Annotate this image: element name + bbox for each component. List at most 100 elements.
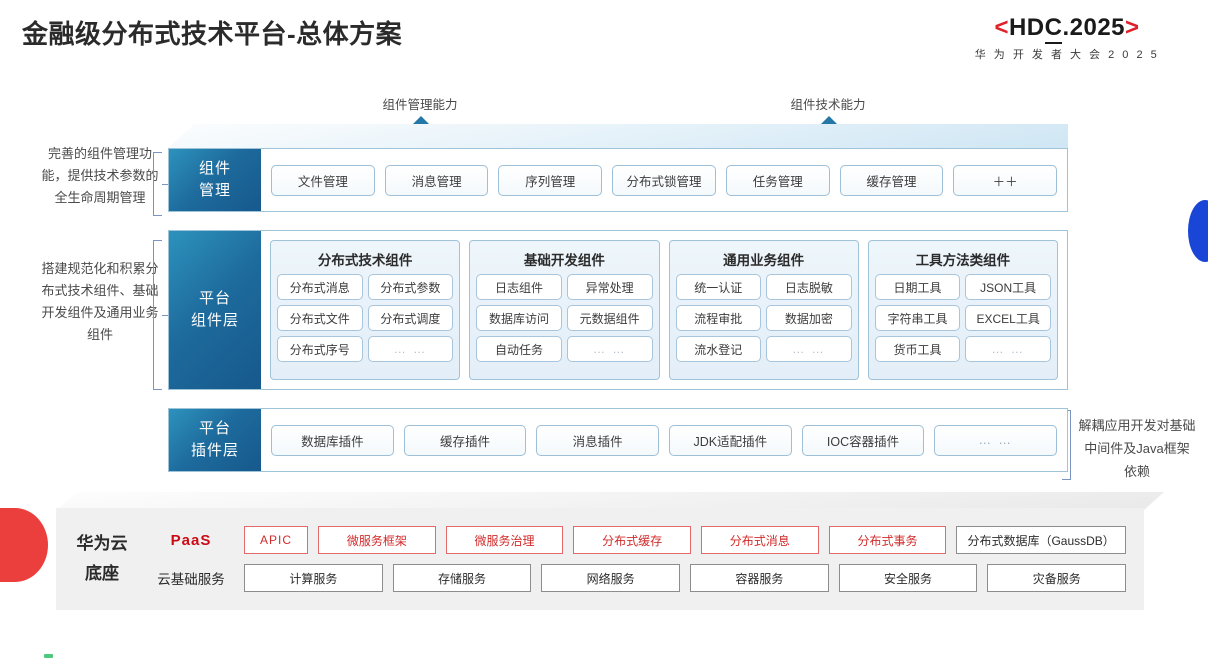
chip-distributed-lock-management[interactable]: 分布式锁管理: [612, 164, 716, 196]
chip-add-more[interactable]: ＋＋: [953, 164, 1058, 196]
chip-jdk-adapter-plugin[interactable]: JDK适配插件: [669, 424, 792, 456]
base-slab-top: [56, 492, 1164, 510]
chip-message-management[interactable]: 消息管理: [384, 164, 489, 196]
base-title-line2: 底座: [85, 564, 119, 583]
base-rows: PaaS APIC 微服务框架 微服务治理 分布式缓存 分布式消息 分布式事务 …: [148, 519, 1144, 599]
bchip-distributed-database-gaussdb[interactable]: 分布式数据库（GaussDB）: [956, 526, 1126, 554]
chip-database-plugin[interactable]: 数据库插件: [271, 424, 394, 456]
gchip-item-more[interactable]: … …: [965, 336, 1051, 362]
gchip-item[interactable]: 流水登记: [675, 336, 762, 362]
logo-bracket-left: <: [994, 14, 1009, 41]
layer-component-management: 组件 管理 文件管理 消息管理 序列管理 分布式锁管理 任务管理 缓存管理 ＋＋: [168, 148, 1068, 212]
group-grid: 统一认证 日志脱敏 流程审批 数据加密 流水登记 … …: [675, 274, 852, 362]
chip-sequence-management[interactable]: 序列管理: [498, 164, 603, 196]
bchip-apic[interactable]: APIC: [244, 526, 308, 554]
base-row-paas: PaaS APIC 微服务框架 微服务治理 分布式缓存 分布式消息 分布式事务 …: [148, 523, 1126, 557]
chip-cache-management[interactable]: 缓存管理: [839, 164, 944, 196]
hdc-logo-subtitle: 华 为 开 发 者 大 会 2 0 2 5: [974, 49, 1160, 61]
bchip-microservice-framework[interactable]: 微服务框架: [318, 526, 436, 554]
logo-prefix: HD: [1008, 14, 1045, 41]
group-title: 基础开发组件: [523, 253, 605, 268]
gchip-item[interactable]: JSON工具: [965, 274, 1051, 300]
group-common-business-components: 通用业务组件 统一认证 日志脱敏 流程审批 数据加密 流水登记 … …: [668, 240, 859, 380]
layer-label-line1: 组件: [198, 160, 231, 177]
side-note-left-2: 搭建规范化和积累分布式技术组件、基础开发组件及通用业务组件: [41, 261, 159, 342]
gchip-item[interactable]: 数据库访问: [476, 305, 562, 331]
group-grid: 日期工具 JSON工具 字符串工具 EXCEL工具 货币工具 … …: [874, 274, 1051, 362]
base-title-line1: 华为云: [76, 534, 128, 553]
gchip-item[interactable]: 字符串工具: [874, 305, 961, 331]
bchip-distributed-message[interactable]: 分布式消息: [700, 526, 819, 554]
chip-task-management[interactable]: 任务管理: [725, 164, 830, 196]
group-basic-dev-components: 基础开发组件 日志组件 异常处理 数据库访问 元数据组件 自动任务 … …: [469, 240, 660, 380]
layer-platform-plugin: 平台 插件层 数据库插件 缓存插件 消息插件 JDK适配插件 IOC容器插件 ……: [168, 408, 1068, 472]
bchip-storage-service[interactable]: 存储服务: [392, 564, 532, 592]
gchip-item[interactable]: EXCEL工具: [965, 305, 1051, 331]
chip-cache-plugin[interactable]: 缓存插件: [403, 424, 527, 456]
hdc-logo: <HDC.2025> 华 为 开 发 者 大 会 2 0 2 5: [942, 14, 1192, 62]
group-grid: 日志组件 异常处理 数据库访问 元数据组件 自动任务 … …: [476, 274, 653, 362]
base-row-label-cloud-infra: 云基础服务: [157, 572, 225, 587]
gchip-item[interactable]: 日志脱敏: [766, 274, 852, 300]
group-title: 通用业务组件: [723, 253, 805, 268]
layer-label-platform-plugin: 平台 插件层: [169, 409, 261, 471]
page-title: 金融级分布式技术平台-总体方案: [22, 19, 403, 49]
gchip-item[interactable]: 自动任务: [476, 336, 562, 362]
chip-file-management[interactable]: 文件管理: [271, 164, 375, 196]
bchip-security-service[interactable]: 安全服务: [838, 564, 978, 592]
arrow-label-component-management: 组件管理能力: [382, 98, 458, 112]
green-decoration-mark: [44, 654, 53, 658]
gchip-item[interactable]: 分布式序号: [277, 336, 363, 362]
group-title: 分布式技术组件: [317, 253, 413, 268]
layer-label-platform-component: 平台 组件层: [169, 231, 261, 389]
gchip-item[interactable]: 分布式消息: [277, 274, 363, 300]
gchip-item-more[interactable]: … …: [367, 336, 454, 362]
side-note-right-1: 解耦应用开发对基础中间件及Java框架依赖: [1078, 418, 1196, 479]
chip-plugin-more[interactable]: … …: [934, 424, 1058, 456]
gchip-item-more[interactable]: … …: [766, 336, 852, 362]
blue-decoration-shape: [1188, 200, 1208, 262]
arrow-label-component-technology: 组件技术能力: [790, 98, 866, 112]
group-tool-method-components: 工具方法类组件 日期工具 JSON工具 字符串工具 EXCEL工具 货币工具 ……: [867, 240, 1058, 380]
layer-label-line2: 插件层: [190, 442, 239, 459]
bchip-compute-service[interactable]: 计算服务: [244, 564, 383, 592]
bchip-microservice-governance[interactable]: 微服务治理: [445, 526, 564, 554]
gchip-item[interactable]: 统一认证: [675, 274, 762, 300]
brace-left-1: [153, 152, 169, 216]
group-title: 工具方法类组件: [915, 253, 1011, 268]
group-distributed-tech-components: 分布式技术组件 分布式消息 分布式参数 分布式文件 分布式调度 分布式序号 … …: [270, 240, 461, 380]
gchip-item[interactable]: 货币工具: [874, 336, 961, 362]
layer-platform-component: 平台 组件层 分布式技术组件 分布式消息 分布式参数 分布式文件 分布式调度 分…: [168, 230, 1068, 390]
bchip-network-service[interactable]: 网络服务: [541, 564, 681, 592]
bchip-container-service[interactable]: 容器服务: [690, 564, 829, 592]
red-decoration-wedge: [0, 508, 48, 582]
gchip-item[interactable]: 元数据组件: [566, 305, 653, 331]
chip-ioc-container-plugin[interactable]: IOC容器插件: [801, 424, 925, 456]
layer-body-platform-plugin: 数据库插件 缓存插件 消息插件 JDK适配插件 IOC容器插件 … …: [261, 409, 1067, 471]
gchip-item[interactable]: 日期工具: [874, 274, 961, 300]
gchip-item[interactable]: 异常处理: [566, 274, 653, 300]
gchip-item[interactable]: 分布式调度: [367, 305, 454, 331]
diagram-slab-top: [168, 124, 1068, 148]
bchip-disaster-recovery-service[interactable]: 灾备服务: [987, 564, 1127, 592]
layer-body-component-management: 文件管理 消息管理 序列管理 分布式锁管理 任务管理 缓存管理 ＋＋: [261, 149, 1067, 211]
brace-left-2: [153, 240, 169, 390]
gchip-item[interactable]: 分布式参数: [367, 274, 454, 300]
layer-body-platform-component: 分布式技术组件 分布式消息 分布式参数 分布式文件 分布式调度 分布式序号 … …: [261, 231, 1067, 389]
logo-bracket-right: >: [1125, 14, 1140, 41]
layer-label-line2: 组件层: [190, 312, 239, 329]
gchip-item[interactable]: 数据加密: [766, 305, 852, 331]
layer-label-line1: 平台: [198, 290, 231, 307]
side-note-left-1: 完善的组件管理功能，提供技术参数的全生命周期管理: [41, 146, 159, 205]
gchip-item-more[interactable]: … …: [566, 336, 653, 362]
chip-message-plugin[interactable]: 消息插件: [536, 424, 660, 456]
base-row-cloud-infra: 云基础服务 计算服务 存储服务 网络服务 容器服务 安全服务 灾备服务: [148, 561, 1127, 595]
bchip-distributed-transaction[interactable]: 分布式事务: [828, 526, 947, 554]
huawei-cloud-base-panel: 华为云 底座 PaaS APIC 微服务框架 微服务治理 分布式缓存 分布式消息…: [56, 508, 1144, 610]
layer-label-component-management: 组件 管理: [169, 149, 261, 211]
gchip-item[interactable]: 流程审批: [675, 305, 762, 331]
bchip-distributed-cache[interactable]: 分布式缓存: [573, 526, 691, 554]
gchip-item[interactable]: 日志组件: [476, 274, 562, 300]
logo-suffix: .2025: [1062, 14, 1126, 41]
gchip-item[interactable]: 分布式文件: [277, 305, 363, 331]
